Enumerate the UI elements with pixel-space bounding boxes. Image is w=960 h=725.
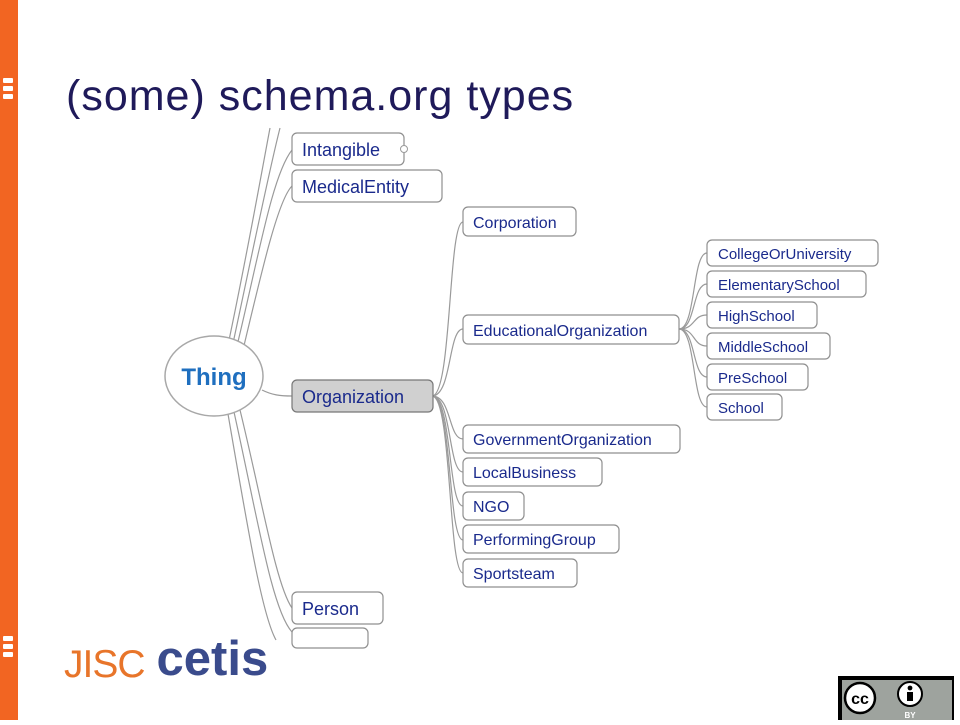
edge-root-offscreen-4	[227, 413, 277, 641]
node-medicalentity[interactable]: MedicalEntity	[291, 169, 443, 203]
node-school[interactable]: School	[706, 393, 783, 421]
node-middleschool[interactable]: MiddleSchool	[706, 332, 831, 360]
edge-edu-elementary	[678, 283, 708, 330]
edge-org-educational	[431, 328, 464, 397]
node-performinggroup[interactable]: PerformingGroup	[462, 524, 620, 554]
cc-license-icon: cc BY	[838, 676, 960, 720]
node-ngo-label: NGO	[473, 499, 509, 516]
sidebar-marker-top	[3, 78, 13, 99]
node-performinggroup-label: PerformingGroup	[473, 532, 596, 549]
by-label-text: BY	[904, 711, 916, 720]
node-partial-offscreen	[291, 627, 369, 649]
node-ngo[interactable]: NGO	[462, 491, 525, 521]
node-medicalentity-label: MedicalEntity	[302, 177, 409, 197]
edge-org-corporation	[431, 221, 464, 397]
node-intangible[interactable]: Intangible	[291, 132, 408, 166]
edge-edu-school	[678, 328, 708, 408]
root-edges	[227, 127, 293, 641]
node-thing[interactable]: Thing	[164, 335, 264, 417]
node-person[interactable]: Person	[291, 591, 384, 625]
edge-edu-highschool	[678, 314, 708, 330]
node-highschool-label: HighSchool	[718, 308, 795, 325]
edge-root-offscreen-1	[227, 127, 271, 346]
node-thing-label: Thing	[181, 364, 246, 391]
node-organization[interactable]: Organization	[291, 379, 434, 413]
node-educationalorganization[interactable]: EducationalOrganization	[462, 314, 680, 345]
cc-by-license-badge[interactable]: cc BY	[838, 676, 960, 720]
node-sportsteam-label: Sportsteam	[473, 566, 555, 583]
node-organization-label: Organization	[302, 387, 404, 407]
logo-cetis-text: cetis	[156, 632, 269, 686]
edge-root-intangible	[235, 149, 293, 351]
edge-org-sportsteam	[431, 395, 464, 574]
edge-org-government	[431, 395, 464, 440]
edge-root-person	[239, 409, 293, 609]
edge-root-offscreen-2	[231, 127, 281, 349]
node-governmentorganization[interactable]: GovernmentOrganization	[462, 424, 681, 454]
logo-jisc-text: JISC	[64, 643, 146, 686]
node-preschool[interactable]: PreSchool	[706, 363, 809, 391]
edge-edu-college	[678, 252, 708, 330]
node-educationalorganization-label: EducationalOrganization	[473, 323, 647, 340]
node-person-label: Person	[302, 599, 359, 619]
educational-edges	[678, 252, 708, 408]
cc-symbol-text: cc	[851, 691, 869, 708]
node-middleschool-label: MiddleSchool	[718, 339, 808, 356]
sidebar-accent-bar	[0, 0, 18, 720]
organization-edges	[431, 221, 464, 574]
node-corporation-label: Corporation	[473, 215, 557, 232]
node-governmentorganization-label: GovernmentOrganization	[473, 432, 652, 449]
node-localbusiness-label: LocalBusiness	[473, 465, 576, 482]
collapse-handle-icon[interactable]	[400, 145, 408, 153]
node-highschool[interactable]: HighSchool	[706, 301, 818, 329]
jisc-cetis-logo: JISC cetis	[64, 632, 269, 686]
edge-root-medicalentity	[241, 185, 293, 355]
edge-root-organization	[261, 389, 293, 397]
node-elementaryschool-label: ElementarySchool	[718, 277, 840, 294]
node-elementaryschool[interactable]: ElementarySchool	[706, 270, 867, 298]
sidebar-marker-bottom	[3, 636, 13, 657]
cc-circle-icon	[843, 681, 877, 715]
node-collegeoruniversity[interactable]: CollegeOrUniversity	[706, 239, 879, 267]
node-sportsteam[interactable]: Sportsteam	[462, 558, 578, 588]
node-localbusiness[interactable]: LocalBusiness	[462, 457, 603, 487]
slide-title: (some) schema.org types	[66, 72, 575, 120]
node-preschool-label: PreSchool	[718, 370, 787, 387]
node-intangible-label: Intangible	[302, 140, 380, 160]
node-corporation[interactable]: Corporation	[462, 206, 577, 237]
edge-root-offscreen-3	[233, 411, 293, 633]
node-collegeoruniversity-label: CollegeOrUniversity	[718, 246, 852, 263]
node-school-label: School	[718, 400, 764, 417]
